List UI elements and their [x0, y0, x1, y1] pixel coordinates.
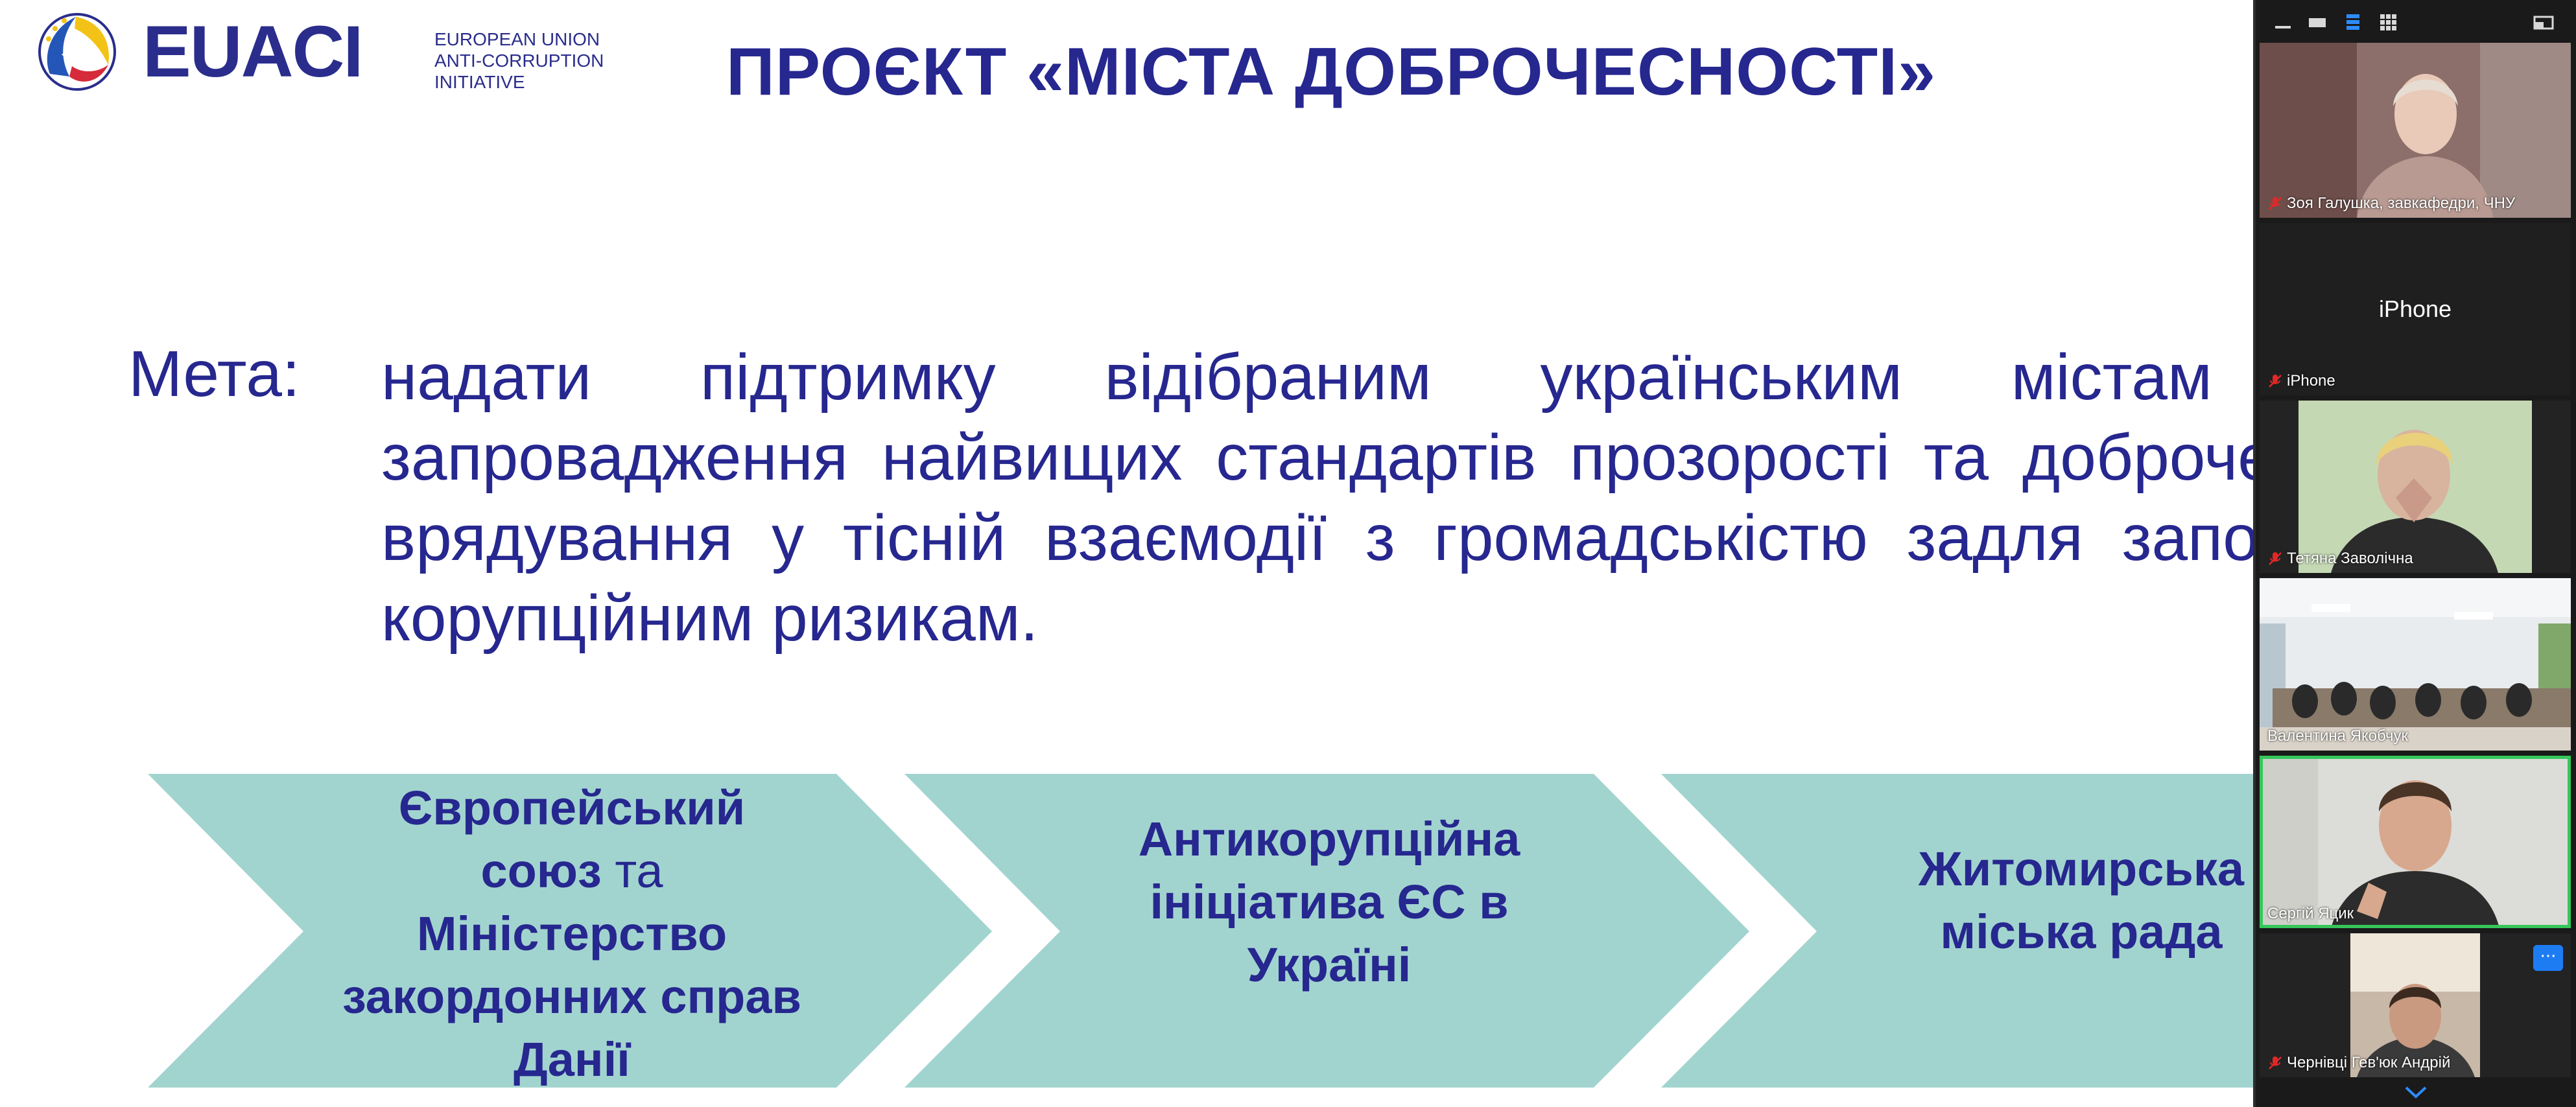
participant-display-name: iPhone — [2378, 296, 2452, 322]
chevron-line-bold: союз — [480, 844, 602, 898]
participant-name: Сергій Яцик — [2267, 905, 2354, 922]
partners-chevron-row: Європейський союз та Міністерство закорд… — [0, 765, 2253, 1089]
participant-tile[interactable]: Тетяна Заволічна — [2260, 401, 2571, 573]
more-options-button[interactable]: ··· — [2533, 945, 2563, 971]
participant-name: Валентина Якобчук — [2267, 727, 2409, 745]
slide-title: ПРОЄКТ «МІСТА ДОБРОЧЕСНОСТІ» — [726, 34, 1936, 110]
exit-fullscreen-icon[interactable] — [2533, 13, 2555, 31]
euaci-logo-subtitle: EUROPEAN UNION ANTI-CORRUPTION INITIATIV… — [434, 29, 604, 93]
participant-tile[interactable]: iPhone iPhone — [2260, 223, 2571, 395]
chevron-label-1: Європейський союз та Міністерство закорд… — [313, 776, 831, 1091]
chevron-line: Міністерство — [416, 907, 727, 961]
speaker-view-icon[interactable] — [2308, 13, 2327, 31]
chevron-shape-3 — [1661, 774, 2253, 1088]
euaci-logo-wordmark: EUACI — [143, 11, 363, 92]
participant-video — [2260, 933, 2571, 1077]
chevron-label-3: Житомирська міська рада — [1874, 837, 2253, 963]
participant-name: Тетяна Заволічна — [2287, 550, 2413, 567]
participant-name: iPhone — [2287, 372, 2335, 390]
goal-text: надати підтримку відібраним українським … — [381, 337, 2253, 658]
muted-mic-icon — [2269, 1056, 2282, 1069]
participant-tile-active-speaker[interactable]: Сергій Яцик — [2260, 756, 2571, 928]
presentation-slide: EUACI EUROPEAN UNION ANTI-CORRUPTION INI… — [0, 9, 2253, 1089]
participant-tile[interactable]: Зоя Галушка, завкафедри, ЧНУ — [2260, 43, 2571, 218]
chevron-line: Україні — [1247, 938, 1412, 992]
participant-tile[interactable]: ··· Чернівці Гев'юк Андрій — [2260, 933, 2571, 1077]
goal-text-line: надати підтримку відібраним українським … — [381, 341, 2212, 414]
panel-toolbar — [2256, 0, 2576, 43]
chevron-shapes — [148, 774, 2253, 1088]
chevron-line: закордонних справ — [342, 970, 802, 1023]
participant-video — [2260, 43, 2571, 218]
chevron-line: міська рада — [1940, 905, 2223, 959]
gallery-view-icon[interactable] — [2379, 13, 2398, 31]
participant-name-label: Зоя Галушка, завкафедри, ЧНУ — [2267, 194, 2515, 213]
participant-name-label: Чернівці Гев'юк Андрій — [2267, 1054, 2450, 1072]
participant-video — [2260, 401, 2571, 573]
euaci-logo: EUACI EUROPEAN UNION ANTI-CORRUPTION INI… — [36, 9, 604, 93]
muted-mic-icon — [2269, 552, 2282, 565]
muted-mic-icon — [2269, 197, 2282, 210]
participant-name-label: Валентина Якобчук — [2267, 727, 2408, 745]
participant-video — [2260, 578, 2571, 751]
chevron-shape-2 — [904, 774, 1749, 1088]
participant-name-label: Сергій Яцик — [2267, 905, 2354, 923]
goal-text-line: корупційним ризикам. — [381, 582, 1039, 655]
logo-subtitle-line: EUROPEAN UNION — [434, 29, 600, 49]
participant-name: Зоя Галушка, завкафедри, ЧНУ — [2287, 194, 2516, 212]
participant-video — [2260, 756, 2571, 928]
strip-view-icon[interactable] — [2344, 13, 2362, 31]
participant-name: Чернівці Гев'юк Андрій — [2287, 1054, 2451, 1071]
muted-mic-icon — [2269, 375, 2282, 388]
chevron-label-2: Антикорупційна ініціатива ЄС в Україні — [1070, 808, 1589, 996]
chevron-line: Європейський — [398, 781, 746, 835]
chevron-line-light: та — [601, 844, 663, 898]
chevron-line: ініціатива ЄС в — [1150, 875, 1509, 929]
participant-name-label: Тетяна Заволічна — [2267, 550, 2413, 568]
participants-panel: Зоя Галушка, завкафедри, ЧНУ iPhone iPho… — [2253, 0, 2576, 1107]
euaci-emblem-icon — [38, 13, 116, 91]
chevron-line: Житомирська — [1918, 842, 2245, 896]
participant-name-label: iPhone — [2267, 372, 2335, 390]
logo-subtitle-line: ANTI-CORRUPTION — [434, 51, 604, 71]
chevron-shape-1 — [148, 774, 992, 1088]
minimize-icon[interactable] — [2274, 13, 2292, 31]
participant-tile[interactable]: Валентина Якобчук — [2260, 578, 2571, 751]
scroll-down-chevron-icon[interactable] — [2400, 1082, 2432, 1102]
goal-text-line: врядування у тісній взаємодії з громадсь… — [381, 502, 2253, 574]
logo-subtitle-line: INITIATIVE — [434, 72, 525, 92]
chevron-line: союз та — [313, 839, 831, 902]
chevron-line: Данії — [514, 1032, 630, 1086]
goal-label: Мета: — [128, 338, 300, 410]
chevron-line: Антикорупційна — [1138, 812, 1520, 866]
goal-text-line: запровадження найвищих стандартів прозор… — [381, 421, 2253, 494]
